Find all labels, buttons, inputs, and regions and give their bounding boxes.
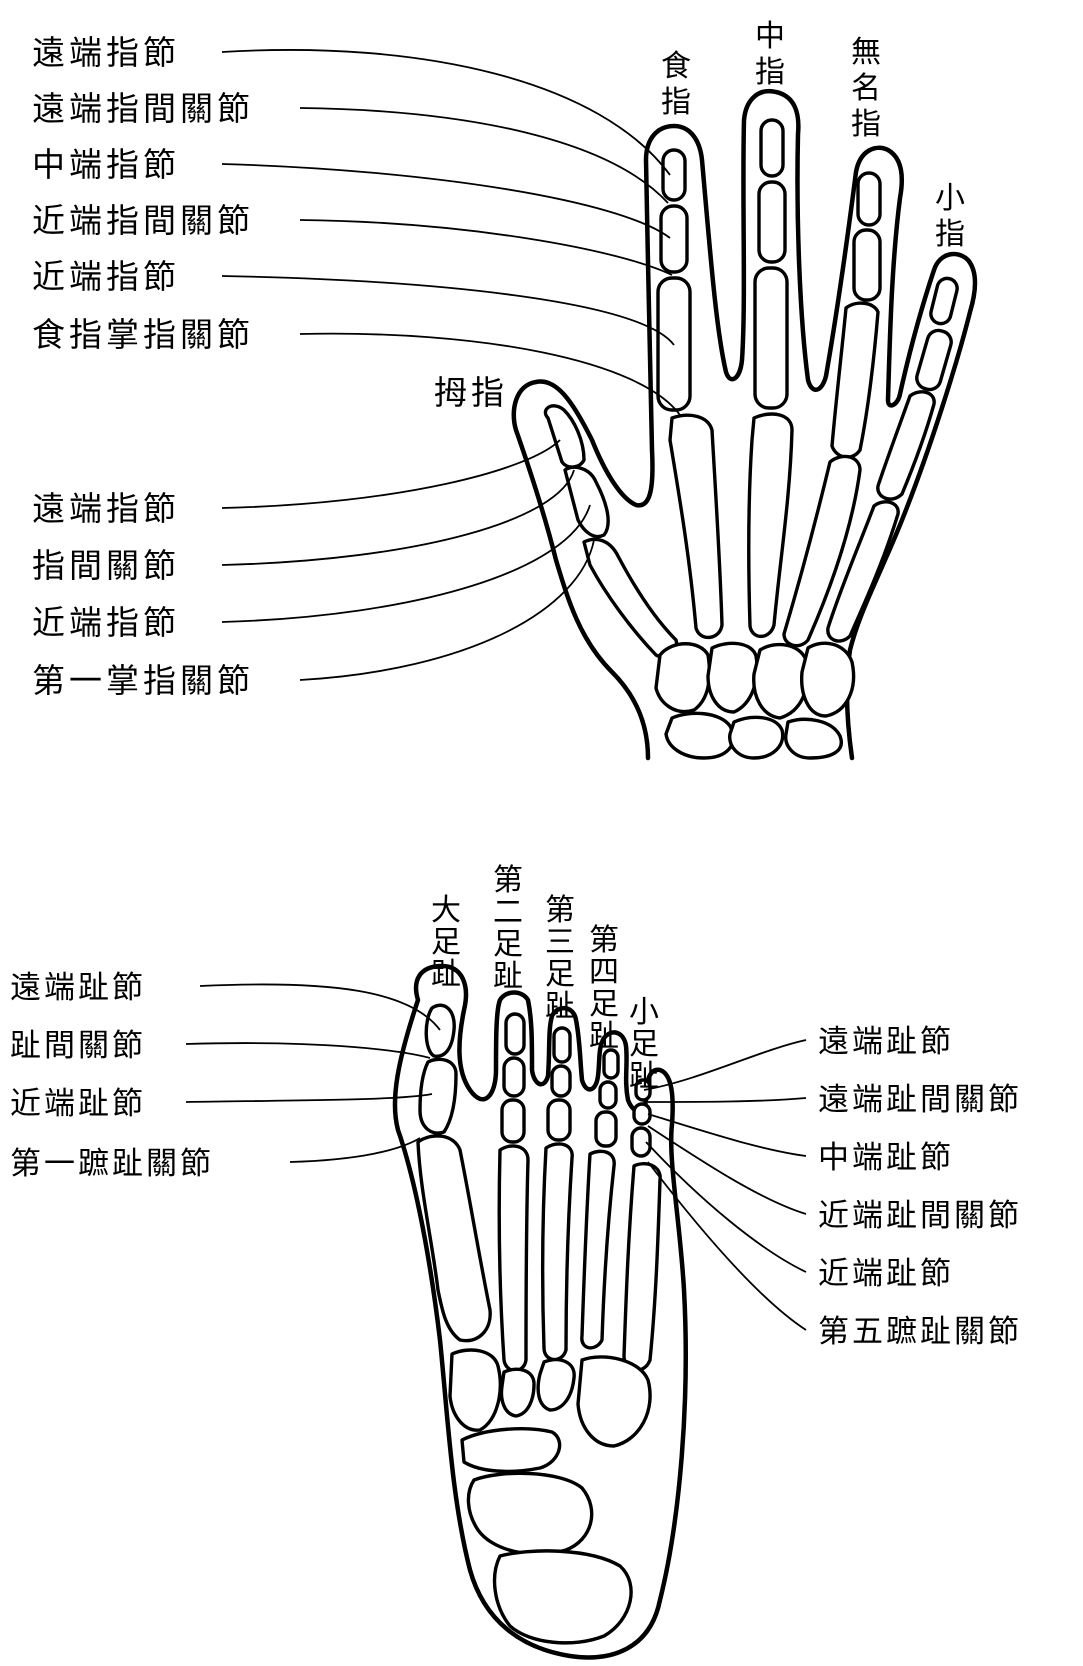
label-foot-middle-phalanx: 中端趾節 xyxy=(818,1140,954,1176)
label-finger-index: 食指 xyxy=(661,49,691,120)
little-toe-middle-phalanx xyxy=(634,1104,650,1124)
index-middle-phalanx xyxy=(661,206,687,272)
label-thumb-distal-phalanx: 遠端指節 xyxy=(32,489,180,528)
leader-line xyxy=(200,984,440,1030)
label-foot-distal-interphalangeal-joint: 遠端趾間關節 xyxy=(818,1082,1022,1118)
label-foot-big-toe-proximal-phalanx: 近端趾節 xyxy=(10,1086,146,1122)
label-first-mcp-joint: 第一掌指關節 xyxy=(32,661,254,700)
big-toe-proximal-phalanx xyxy=(420,1059,456,1133)
second-toe-distal-phalanx xyxy=(506,1014,524,1054)
label-hand-proximal-phalanx: 近端指節 xyxy=(32,257,180,296)
leader-line xyxy=(186,1043,430,1058)
ring-distal-phalanx xyxy=(858,173,880,225)
leader-line xyxy=(300,220,672,275)
label-toe-second: 第二足趾 xyxy=(493,863,523,994)
label-hand-distal-interphalangeal-joint: 遠端指間關節 xyxy=(32,89,254,128)
medial-cuneiform xyxy=(450,1350,500,1430)
intermediate-cuneiform xyxy=(502,1369,534,1416)
leader-line xyxy=(222,440,560,508)
fourth-toe-distal-phalanx xyxy=(604,1050,618,1078)
second-toe-middle-phalanx xyxy=(504,1058,524,1096)
middle-proximal-phalanx xyxy=(755,268,787,408)
third-toe-middle-phalanx xyxy=(552,1066,570,1096)
leader-line xyxy=(222,164,670,238)
label-toe-big: 大足趾 xyxy=(431,893,461,992)
navicular xyxy=(462,1429,560,1472)
second-toe-proximal-phalanx xyxy=(502,1100,524,1142)
second-metatarsal xyxy=(499,1146,528,1371)
middle-middle-phalanx xyxy=(759,182,785,262)
third-toe-proximal-phalanx xyxy=(548,1100,570,1140)
label-toe-third: 第三足趾 xyxy=(545,893,575,1024)
label-finger-ring: 無名指 xyxy=(851,35,881,142)
fourth-toe-proximal-phalanx xyxy=(596,1112,616,1146)
trapezium xyxy=(656,644,709,712)
label-finger-thumb: 拇指 xyxy=(434,373,508,412)
ring-middle-phalanx xyxy=(854,230,880,300)
label-hand-index-mcp-joint: 食指掌指關節 xyxy=(32,315,254,354)
leader-line xyxy=(222,276,674,345)
second-toe-bones xyxy=(499,1014,528,1371)
label-hand-distal-phalanx: 遠端指節 xyxy=(32,33,180,72)
label-finger-little: 小指 xyxy=(935,181,965,252)
scaphoid xyxy=(666,713,733,758)
leader-line xyxy=(222,470,574,565)
little-toe-proximal-phalanx xyxy=(632,1128,650,1156)
lunate xyxy=(730,717,783,758)
label-finger-middle: 中指 xyxy=(755,19,785,90)
third-metatarsal xyxy=(543,1144,572,1360)
calcaneus xyxy=(495,1551,632,1643)
leader-line xyxy=(222,50,670,175)
hand-labels: 遠端指節 遠端指間關節 中端指節 近端指間關節 近端指節 食指掌指關節 遠端指節… xyxy=(32,33,508,700)
third-toe-distal-phalanx xyxy=(554,1028,570,1062)
label-foot-fifth-mtp-joint: 第五蹠趾關節 xyxy=(818,1314,1022,1350)
label-thumb-proximal-phalanx: 近端指節 xyxy=(32,603,180,642)
fourth-toe-middle-phalanx xyxy=(600,1082,616,1108)
index-distal-phalanx xyxy=(663,150,685,200)
label-hand-middle-phalanx: 中端指節 xyxy=(32,145,180,184)
label-foot-little-toe-proximal-phalanx: 近端趾節 xyxy=(818,1256,954,1292)
label-foot-proximal-interphalangeal-joint: 近端趾間關節 xyxy=(818,1198,1022,1234)
hand-illustration xyxy=(514,91,975,758)
big-toe-distal-phalanx xyxy=(426,1005,454,1056)
label-foot-interphalangeal-joint: 趾間關節 xyxy=(10,1028,146,1064)
label-hand-proximal-interphalangeal-joint: 近端指間關節 xyxy=(32,201,254,240)
label-toe-little: 小足趾 xyxy=(629,995,659,1094)
label-toe-fourth: 第四足趾 xyxy=(589,923,619,1054)
middle-distal-phalanx xyxy=(761,120,783,176)
leader-line xyxy=(300,540,594,680)
label-thumb-interphalangeal-joint: 指間關節 xyxy=(32,546,180,585)
label-foot-big-toe-distal-phalanx: 遠端趾節 xyxy=(10,970,146,1006)
label-foot-first-mtp-joint: 第一蹠趾關節 xyxy=(10,1146,214,1182)
label-foot-little-toe-distal-phalanx: 遠端趾節 xyxy=(818,1024,954,1060)
hamate xyxy=(802,643,854,716)
